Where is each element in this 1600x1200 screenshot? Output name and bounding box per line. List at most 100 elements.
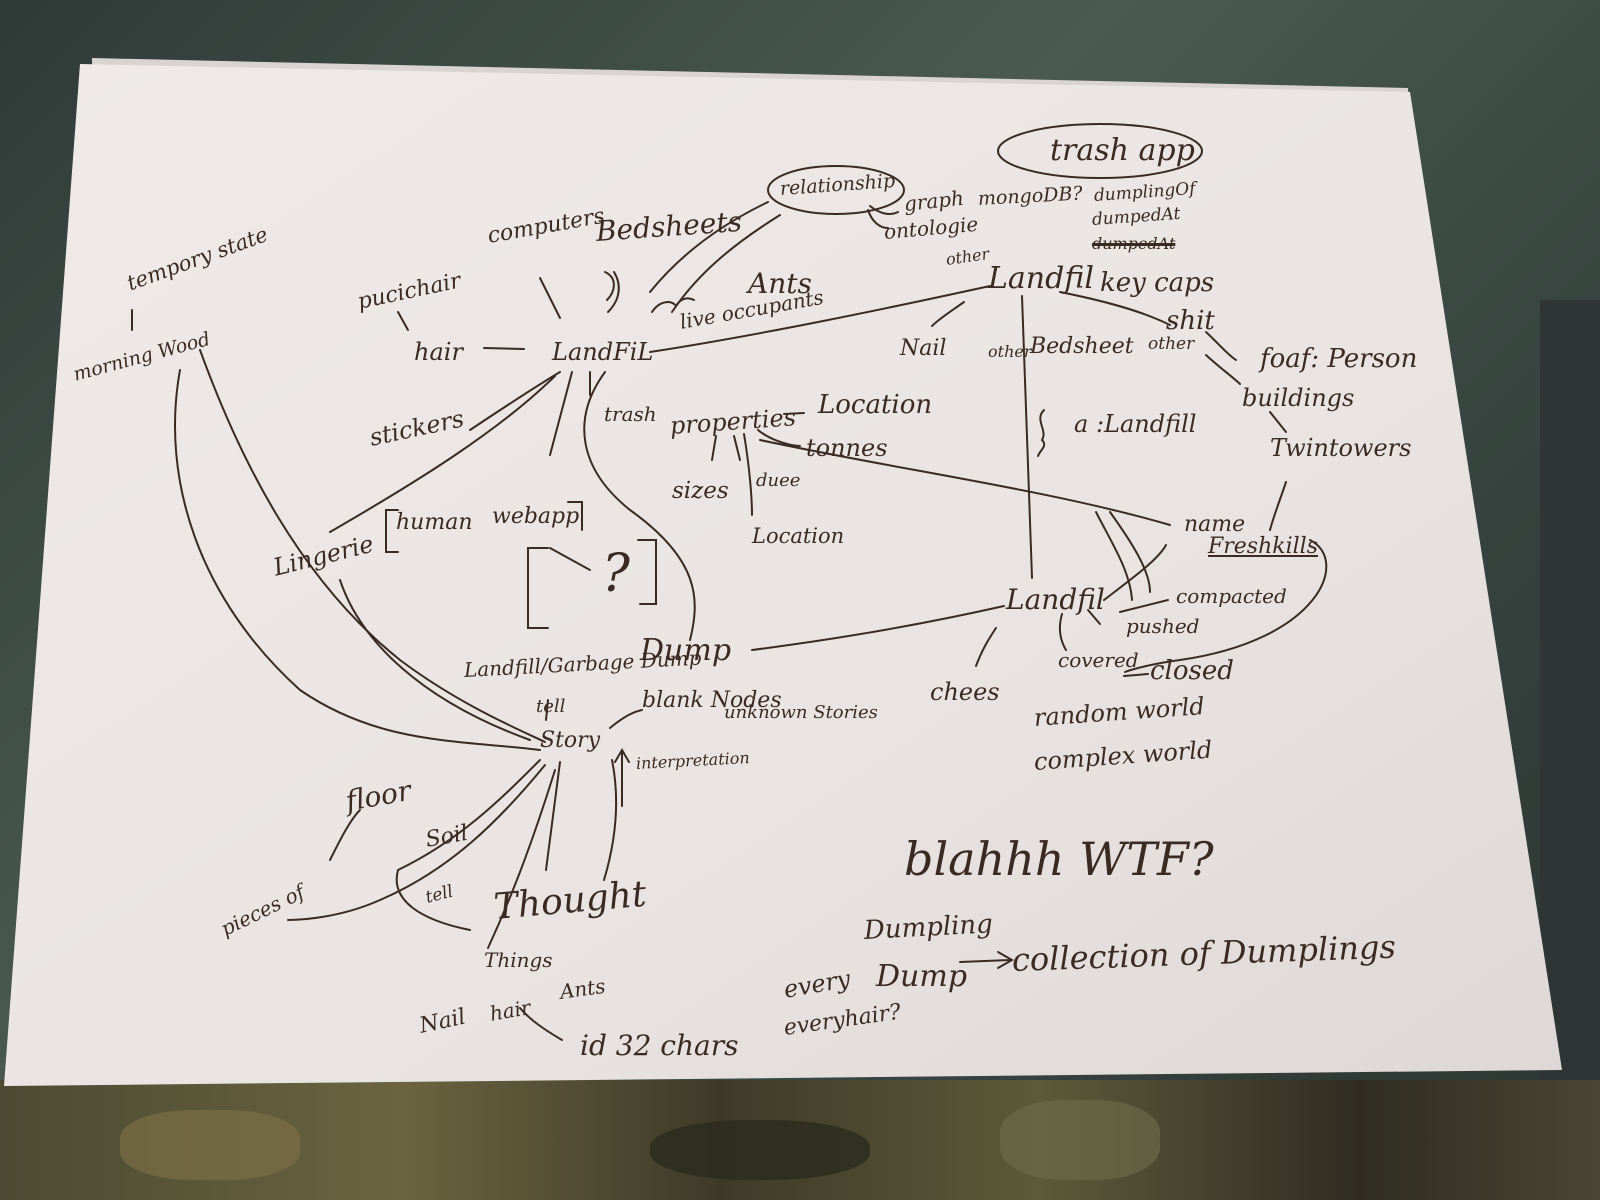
a-landfill-label: a :Landfill	[1074, 410, 1197, 438]
location-label-1: Location	[818, 390, 933, 420]
line-properties-tonnes	[757, 429, 801, 447]
webapp-bracket	[567, 501, 583, 531]
line-properties-sizes	[711, 435, 717, 461]
line-morning-story	[174, 369, 541, 751]
tell-label-1: tell	[536, 696, 566, 717]
location-label-2: Location	[752, 524, 845, 548]
line-thought-story	[603, 759, 618, 881]
line-stickers-landfil	[469, 371, 561, 431]
line-landfil-vertical	[1021, 295, 1033, 579]
webapp-label: webapp	[492, 504, 580, 529]
line-shit-foaf	[1205, 331, 1237, 361]
line-landfil-down-1	[549, 371, 573, 456]
line-properties-location2	[743, 433, 753, 516]
ants-bottom-label: Ants	[558, 973, 607, 1004]
id-32-chars-label: id 32 chars	[580, 1029, 739, 1062]
story-label: Story	[540, 728, 601, 753]
pushed-label: pushed	[1126, 614, 1200, 638]
line-landfil-shit	[1059, 291, 1171, 326]
line-story-blank	[609, 709, 643, 729]
line-relationship-landfil	[649, 201, 769, 293]
line-story-floor	[329, 809, 361, 861]
other-label-3: other	[1148, 334, 1195, 354]
trash-label: trash	[604, 402, 657, 426]
compacted-label: compacted	[1176, 584, 1287, 608]
covered-label: covered	[1058, 648, 1139, 672]
line-name-down	[1109, 511, 1151, 593]
line-story-things	[487, 769, 556, 949]
camo-patch-1	[120, 1110, 300, 1180]
trash-app-ellipse	[997, 123, 1203, 179]
camo-patch-2	[650, 1120, 870, 1180]
shit-label: shit	[1166, 306, 1215, 336]
blahhh-wtf-label: blahhh WTF?	[904, 832, 1214, 886]
question-slash	[549, 547, 591, 571]
ants-label: Ants	[748, 267, 812, 300]
closed-label: closed	[1150, 656, 1234, 686]
line-bedsheets-landfil	[607, 271, 620, 313]
line-story-thought	[545, 761, 561, 871]
line-covered-closed	[1123, 673, 1149, 677]
chees-label: chees	[930, 678, 1000, 706]
line-landfil-to-right	[649, 285, 991, 353]
line-ants-scribble	[651, 297, 695, 313]
graph-label: graph	[902, 185, 965, 216]
mongodb-label: mongoDB?	[977, 182, 1084, 210]
line-landfil-chees	[975, 627, 997, 667]
line-name-down2	[1095, 511, 1133, 601]
line-things-id	[519, 1007, 563, 1041]
things-label: Things	[484, 948, 553, 972]
line-other-buildings	[1205, 354, 1241, 385]
blank-nodes-label: blank Nodes	[642, 688, 782, 713]
line-dump-arrow	[959, 951, 1015, 969]
line-relationship-ontologie	[867, 209, 889, 229]
line-properties-location	[783, 412, 805, 415]
dumpling-label: Dumpling	[863, 909, 994, 946]
dump-label: Dump	[876, 959, 968, 994]
line-landfil-covered	[1058, 613, 1067, 651]
paper-front-sheet	[4, 64, 1562, 1086]
question-mark-label: ?	[602, 544, 630, 604]
twintowers-label: Twintowers	[1270, 434, 1412, 462]
dark-right-edge	[1540, 300, 1600, 1080]
name-label: name	[1184, 512, 1246, 537]
buildings-label: buildings	[1242, 384, 1355, 412]
line-pubic-hair	[397, 311, 409, 331]
line-relationship-landfil-2	[671, 214, 781, 313]
human-bracket	[385, 509, 399, 553]
landfil-right-label: Landfil	[988, 261, 1094, 296]
other-label-2: other	[988, 342, 1032, 361]
ink-strokes	[131, 123, 1328, 1041]
line-landfil-dump	[751, 605, 1005, 651]
line-hair-landfil	[483, 347, 525, 350]
freshkills-label: Freshkills	[1208, 534, 1318, 559]
line-pushed-compacted	[1119, 599, 1169, 613]
key-caps-label: key caps	[1100, 268, 1215, 298]
line-lingerie-landfil	[329, 375, 556, 533]
line-trash-dump	[583, 371, 696, 641]
hair-bottom-label: hair	[487, 995, 533, 1026]
bedsheet-right-label: Bedsheet	[1030, 334, 1134, 359]
line-landfil-nail	[931, 301, 965, 327]
line-story-soil	[395, 759, 541, 931]
trash-app-label: trash app	[1050, 133, 1195, 168]
duee-label: duee	[756, 470, 801, 491]
dumped-at-struck-label: dumpedAt	[1092, 234, 1176, 253]
nail-top-label: Nail	[900, 336, 947, 361]
landfil-bottom-label: Landfil	[1006, 583, 1105, 616]
line-dump-story	[545, 699, 549, 721]
relationship-ellipse	[767, 165, 905, 215]
line-landfil-pushed	[1087, 609, 1101, 625]
hair-label: hair	[414, 338, 463, 366]
line-buildings-twintowers	[1269, 411, 1287, 433]
line-twintowers-freshkills	[1269, 481, 1287, 531]
line-computers-landfil	[539, 277, 561, 319]
unknown-stories-label: unknown Stories	[724, 702, 878, 723]
camo-patch-3	[1000, 1100, 1160, 1180]
line-properties-duee	[733, 435, 741, 461]
human-label: human	[396, 510, 473, 535]
line-freshkills-loop	[1124, 539, 1328, 673]
line-lingerie-story	[339, 579, 531, 741]
